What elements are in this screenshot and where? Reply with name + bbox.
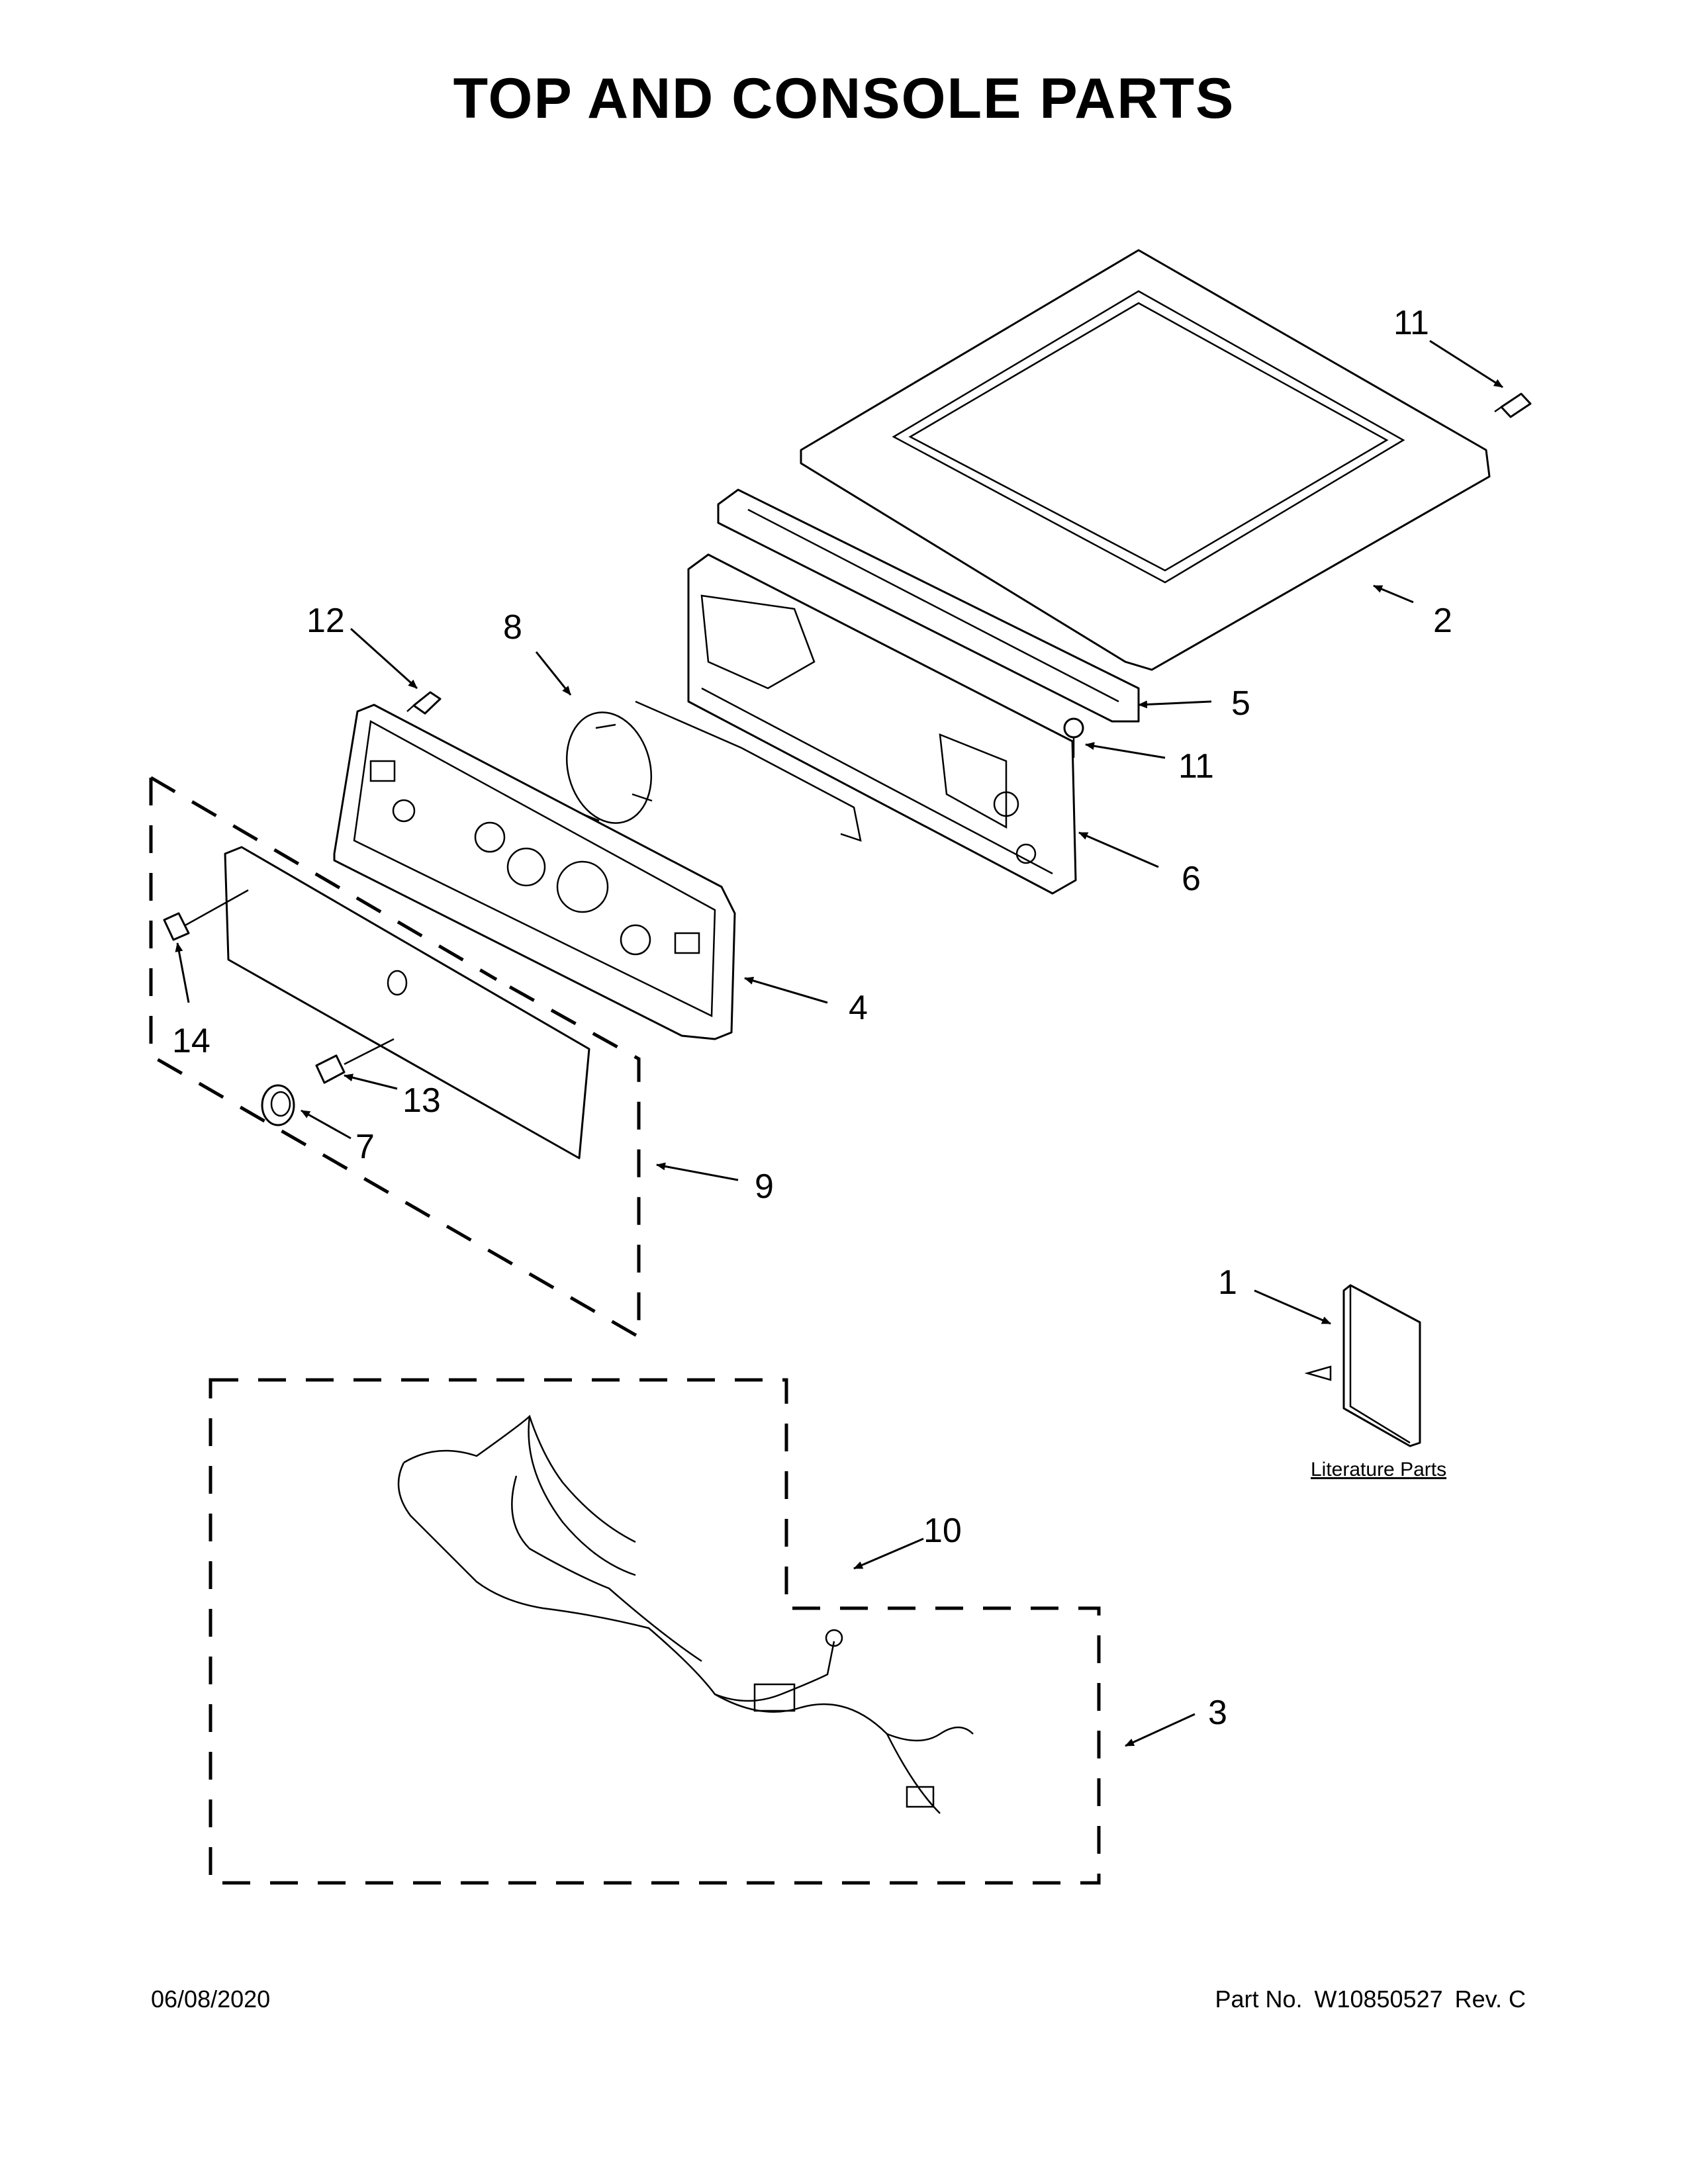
console-back <box>687 553 1077 895</box>
part-number: W10850527 <box>1314 1985 1443 2013</box>
footer-date: 06/08/2020 <box>151 1985 271 2013</box>
callout-2: 2 <box>1433 602 1452 640</box>
leader-2 <box>1373 584 1414 604</box>
callout-6: 6 <box>1182 860 1201 898</box>
callout-1: 1 <box>1218 1263 1237 1302</box>
literature-book <box>1304 1284 1421 1447</box>
leader-7 <box>301 1109 352 1140</box>
leader-4 <box>744 976 828 1004</box>
top-panel <box>800 249 1491 671</box>
callout-12: 12 <box>306 602 345 640</box>
main-wire-harness <box>397 1414 974 1814</box>
leader-12 <box>350 627 418 690</box>
leader-3 <box>1125 1713 1196 1747</box>
leader-11a <box>1429 340 1503 388</box>
callout-11-bracket: 11 <box>1178 747 1214 786</box>
callout-4: 4 <box>849 989 868 1027</box>
leader-13 <box>344 1073 398 1090</box>
harness-dashed-box <box>209 1378 1101 1885</box>
leader-10 <box>853 1537 924 1570</box>
leader-14 <box>175 942 190 1003</box>
callout-10: 10 <box>923 1512 962 1550</box>
page-title: TOP AND CONSOLE PARTS <box>453 67 1235 130</box>
leader-8 <box>535 651 572 696</box>
knob <box>261 1084 295 1126</box>
callout-8: 8 <box>503 608 522 647</box>
callout-3: 3 <box>1208 1694 1227 1732</box>
footer-part-number: Part No. W10850527 Rev. C <box>1203 1985 1526 2013</box>
callout-11-top: 11 <box>1393 304 1429 342</box>
leader-9 <box>656 1162 739 1181</box>
screw-11-bracket <box>1063 717 1084 758</box>
overlay-clip <box>163 889 249 941</box>
callout-13: 13 <box>402 1081 441 1120</box>
literature-parts-label: Literature Parts <box>1311 1459 1446 1480</box>
callout-9: 9 <box>755 1167 774 1206</box>
console-overlay <box>224 846 590 1160</box>
callout-14: 14 <box>172 1022 211 1060</box>
knob-spring <box>315 1038 395 1084</box>
console-wire-harness <box>565 700 862 842</box>
callout-7: 7 <box>355 1128 375 1166</box>
rear-bracket <box>717 488 1140 723</box>
leader-6 <box>1078 831 1159 868</box>
callout-5: 5 <box>1231 684 1250 723</box>
part-label: Part No. <box>1215 1985 1303 2013</box>
leader-1 <box>1254 1289 1331 1325</box>
screw-12 <box>406 691 442 715</box>
screw-11-top <box>1494 392 1532 418</box>
console-front <box>333 704 736 1040</box>
revision: Rev. C <box>1454 1985 1526 2013</box>
leader-11b <box>1085 742 1166 759</box>
leader-5 <box>1138 700 1212 709</box>
